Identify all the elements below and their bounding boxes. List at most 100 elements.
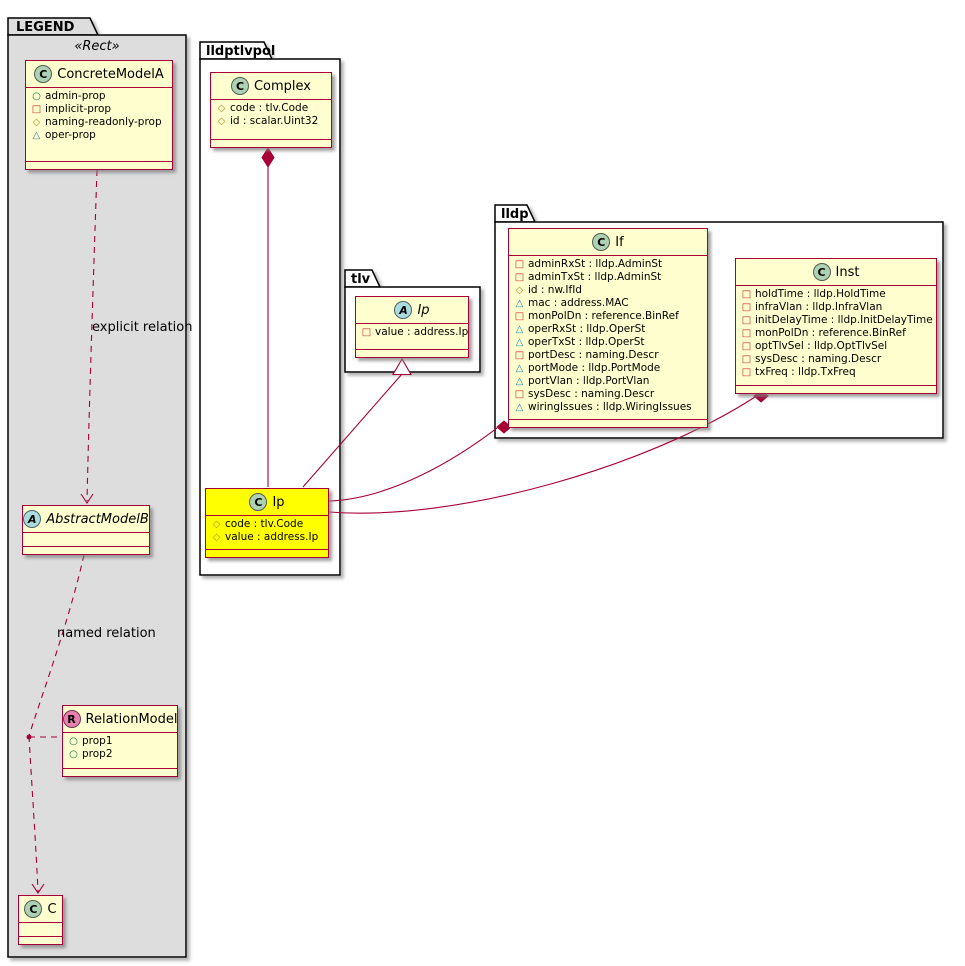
visibility-icon [741, 315, 752, 326]
member-text: id : scalar.Uint32 [230, 115, 319, 127]
class-member: wiringIssues : lldp.WiringIssues [509, 401, 707, 414]
member-text: adminTxSt : lldp.AdminSt [528, 271, 662, 283]
package-title-tlv: tlv [351, 272, 371, 287]
visibility-icon [31, 91, 42, 102]
class-header: C ConcreteModelA [26, 61, 172, 87]
visibility-icon [514, 259, 525, 270]
package-title-lldptlvpol: lldptlvpol [206, 44, 276, 59]
class-empty-compartment [26, 161, 172, 169]
class-header: R RelationModel [62, 706, 177, 732]
class-abstractmodelb: A AbstractModelB [22, 505, 150, 555]
class-name: Ip [272, 494, 285, 510]
class-members: adminRxSt : lldp.AdminSt adminTxSt : lld… [509, 255, 707, 419]
class-name: Ip [417, 302, 430, 318]
class-empty-compartment [509, 419, 707, 427]
class-member: infraVlan : lldp.InfraVlan [736, 301, 936, 314]
class-members: code : tlv.Code value : address.Ip [206, 515, 328, 549]
class-members [19, 922, 62, 936]
member-text: operTxSt : lldp.OperSt [528, 336, 645, 348]
class-header: C Inst [736, 259, 936, 285]
class-member: adminRxSt : lldp.AdminSt [509, 258, 707, 271]
visibility-icon [514, 324, 525, 335]
visibility-icon [31, 117, 42, 128]
visibility-icon [514, 376, 525, 387]
member-text: wiringIssues : lldp.WiringIssues [528, 401, 692, 413]
class-member: txFreq : lldp.TxFreq [736, 366, 936, 379]
member-text: holdTime : lldp.HoldTime [755, 288, 886, 300]
class-member: adminTxSt : lldp.AdminSt [509, 271, 707, 284]
class-concretemodela: C ConcreteModelA admin-prop implicit-pro… [25, 60, 173, 170]
class-spot-icon: C [812, 263, 831, 281]
class-header: C Complex [211, 73, 331, 99]
member-text: value : address.Ip [225, 531, 319, 543]
class-spot-icon: C [34, 65, 53, 83]
class-member: naming-readonly-prop [26, 116, 172, 129]
class-name: Inst [835, 264, 860, 280]
member-text: admin-prop [45, 90, 106, 102]
class-header: A AbstractModelB [23, 506, 149, 532]
class-members: code : tlv.Code id : scalar.Uint32 [211, 99, 331, 139]
composition-if-ip-line [328, 427, 498, 502]
class-member: monPolDn : reference.BinRef [736, 327, 936, 340]
visibility-icon [211, 532, 222, 543]
generalization-triangle-tlvip [392, 357, 412, 376]
visibility-icon [514, 298, 525, 309]
member-text: value : address.Ip [375, 326, 468, 338]
class-member: operTxSt : lldp.OperSt [509, 336, 707, 349]
class-member: id : scalar.Uint32 [211, 115, 331, 128]
class-ip-abstract: A Ip value : address.Ip [355, 296, 469, 358]
member-text: prop1 [82, 735, 113, 747]
member-text: prop2 [82, 748, 113, 760]
class-member: optTlvSel : lldp.OptTlvSel [736, 340, 936, 353]
member-text: sysDesc : naming.Descr [528, 388, 655, 400]
visibility-icon [68, 749, 79, 760]
class-empty-compartment [356, 349, 468, 357]
visibility-icon [514, 363, 525, 374]
visibility-icon [361, 327, 372, 338]
member-text: oper-prop [45, 129, 96, 141]
class-spot-icon: C [249, 493, 268, 511]
class-member: mac : address.MAC [509, 297, 707, 310]
class-name: Complex [253, 78, 312, 94]
member-text: monPolDn : reference.BinRef [528, 310, 679, 322]
class-member: portDesc : naming.Descr [509, 349, 707, 362]
visibility-icon [514, 311, 525, 322]
class-inst: C Inst holdTime : lldp.HoldTime infraVla… [735, 258, 937, 394]
visibility-icon [514, 350, 525, 361]
class-complex: C Complex code : tlv.Code id : scalar.Ui… [210, 72, 332, 148]
visibility-icon [514, 389, 525, 400]
visibility-icon [741, 367, 752, 378]
class-member: prop1 [63, 735, 177, 748]
class-name: C [47, 901, 57, 917]
visibility-icon [514, 272, 525, 283]
member-text: mac : address.MAC [528, 297, 629, 309]
visibility-icon [211, 519, 222, 530]
member-text: initDelayTime : lldp.InitDelayTime [755, 314, 933, 326]
dependency-named-relation-line-upper [28, 554, 85, 737]
class-if: C If adminRxSt : lldp.AdminSt adminTxSt … [508, 228, 708, 428]
class-member: oper-prop [26, 129, 172, 142]
member-text: optTlvSel : lldp.OptTlvSel [755, 340, 888, 352]
member-text: infraVlan : lldp.InfraVlan [755, 301, 883, 313]
class-empty-compartment [206, 549, 328, 557]
package-title-lldp: lldp [501, 207, 529, 222]
class-name: If [615, 234, 624, 250]
class-c: C C [18, 895, 63, 945]
class-members: prop1 prop2 [63, 732, 177, 768]
class-member: value : address.Ip [206, 531, 328, 544]
class-ip-highlight: C Ip code : tlv.Code value : address.Ip [205, 488, 329, 558]
member-text: naming-readonly-prop [45, 116, 162, 128]
label-explicit-relation: explicit relation [92, 320, 193, 335]
class-member: monPolDn : reference.BinRef [509, 310, 707, 323]
visibility-icon [68, 736, 79, 747]
visibility-icon [741, 341, 752, 352]
visibility-icon [216, 103, 227, 114]
class-spot-icon: C [592, 233, 611, 251]
class-member: portVlan : lldp.PortVlan [509, 375, 707, 388]
class-spot-icon: R [62, 710, 81, 728]
member-text: monPolDn : reference.BinRef [755, 327, 906, 339]
class-empty-compartment [19, 936, 62, 944]
class-member: code : tlv.Code [211, 102, 331, 115]
member-text: code : tlv.Code [230, 102, 309, 114]
